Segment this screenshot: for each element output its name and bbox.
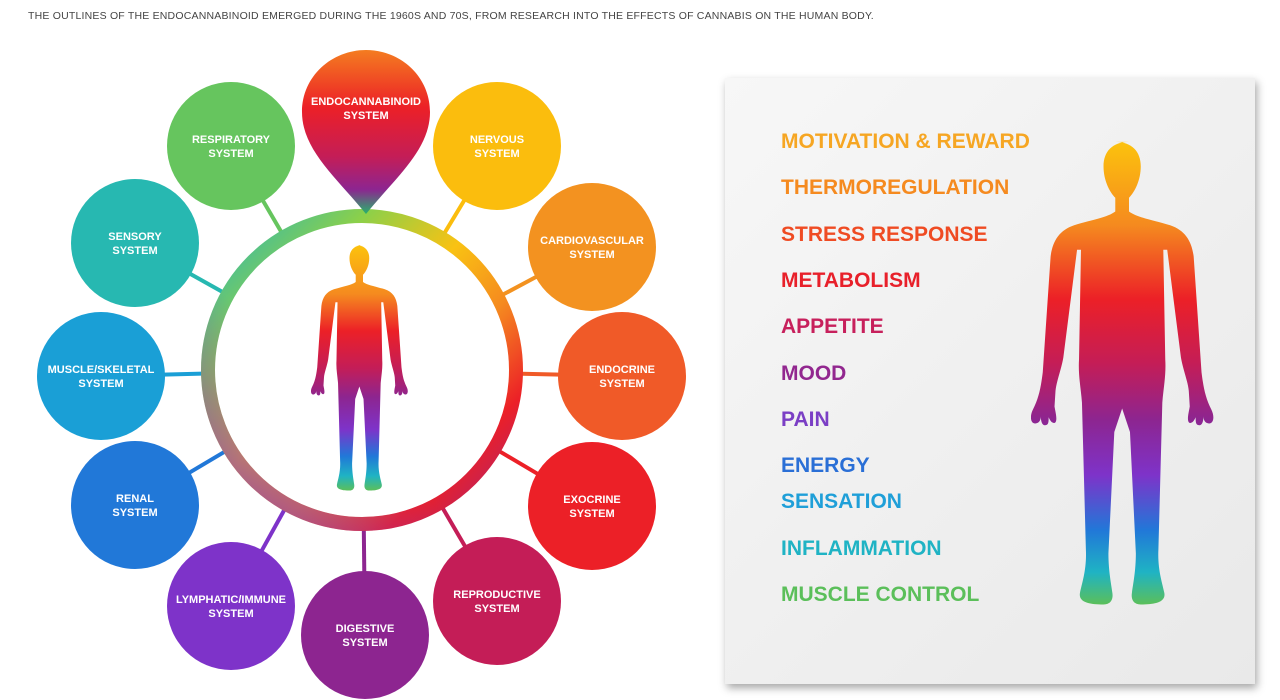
system-circle-cardiovascular bbox=[528, 183, 656, 311]
connector-lymphatic-immune bbox=[259, 508, 287, 553]
endocannabinoid-pin-shape bbox=[302, 50, 430, 214]
system-circle-endocrine bbox=[558, 312, 686, 440]
effect-pain: PAIN bbox=[781, 408, 830, 431]
effect-stress-response: STRESS RESPONSE bbox=[781, 223, 988, 246]
effect-mood: MOOD bbox=[781, 362, 847, 385]
system-circle-respiratory bbox=[167, 82, 295, 210]
connector-renal bbox=[187, 450, 226, 476]
system-circle-muscle-skeletal bbox=[37, 312, 165, 440]
header-caption: THE OUTLINES OF THE ENDOCANNABINOID EMER… bbox=[28, 10, 874, 22]
effect-motivation-reward: MOTIVATION & REWARD bbox=[781, 130, 1030, 153]
connector-sensory bbox=[188, 271, 224, 294]
system-circle-lymphatic-immune bbox=[167, 542, 295, 670]
system-circle-nervous bbox=[433, 82, 561, 210]
system-circle-exocrine bbox=[528, 442, 656, 570]
effect-muscle-control: MUSCLE CONTROL bbox=[781, 583, 980, 606]
center-ring-overlay bbox=[201, 209, 523, 531]
system-circle-sensory bbox=[71, 179, 199, 307]
connector-exocrine bbox=[498, 449, 540, 477]
connector-reproductive bbox=[441, 507, 468, 549]
effect-inflammation: INFLAMMATION bbox=[781, 537, 942, 560]
connector-endocrine bbox=[521, 371, 561, 377]
effect-thermoregulation: THERMOREGULATION bbox=[781, 176, 1010, 199]
connector-lines bbox=[162, 198, 561, 574]
effects-panel: MOTIVATION & REWARD THERMOREGULATION STRES… bbox=[725, 78, 1255, 684]
system-circle-digestive bbox=[301, 571, 429, 699]
system-circle-reproductive bbox=[433, 537, 561, 665]
effect-energy: ENERGY bbox=[781, 454, 870, 477]
connector-nervous bbox=[442, 198, 467, 234]
effect-appetite: APPETITE bbox=[781, 315, 884, 338]
connector-cardiovascular bbox=[502, 274, 539, 297]
effect-metabolism: METABOLISM bbox=[781, 269, 921, 292]
large-body-figure bbox=[1031, 141, 1214, 605]
effect-sensation: SENSATION bbox=[781, 490, 902, 513]
connector-muscle-skeletal bbox=[162, 371, 203, 377]
center-body-figure bbox=[311, 245, 408, 491]
connector-respiratory bbox=[260, 198, 283, 233]
system-circle-renal bbox=[71, 441, 199, 569]
